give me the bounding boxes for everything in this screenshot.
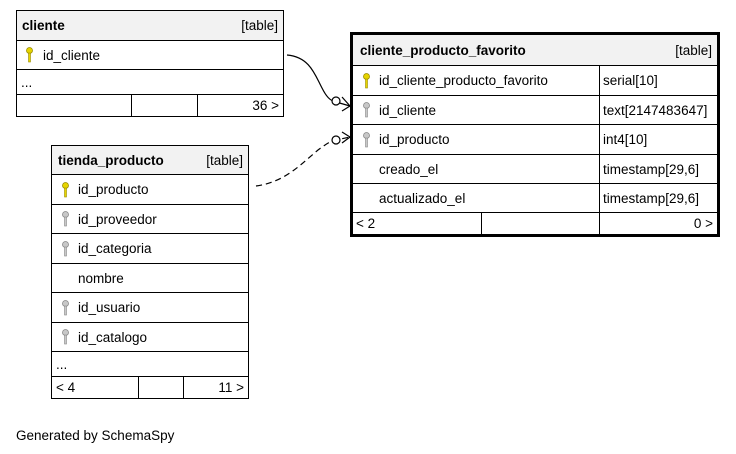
column-name: id_cliente (43, 47, 101, 63)
primary-key-icon (26, 47, 33, 63)
column-row[interactable]: id_usuario (52, 293, 248, 323)
table-kind: [table] (241, 18, 278, 33)
column-name: id_cliente_producto_favorito (379, 73, 548, 88)
foreign-key-icon (363, 131, 370, 147)
foreign-key-icon (62, 329, 69, 345)
child-count[interactable]: 36 > (252, 98, 279, 113)
column-row[interactable]: nombre (52, 264, 248, 293)
parent-count[interactable]: < 4 (56, 380, 76, 395)
column-row[interactable]: creado_el timestamp[29,6] (353, 155, 717, 184)
foreign-key-icon (363, 102, 370, 118)
column-name: nombre (78, 270, 124, 286)
child-count[interactable]: 11 > (218, 380, 244, 395)
table-cliente[interactable]: cliente [table] id_cliente ... 36 > (16, 10, 284, 117)
table-name: cliente_producto_favorito (360, 42, 526, 58)
table-cliente-producto-favorito[interactable]: cliente_producto_favorito [table] id_cli… (350, 32, 720, 237)
column-row[interactable]: id_producto int4[10] (353, 125, 717, 155)
parent-count[interactable]: < 2 (356, 216, 376, 231)
table-kind: [table] (675, 42, 712, 58)
table-footer: 36 > (17, 95, 283, 116)
foreign-key-icon (62, 240, 69, 256)
column-row[interactable]: id_producto (52, 175, 248, 205)
table-name: cliente (22, 18, 65, 33)
primary-key-icon (363, 72, 370, 88)
column-row[interactable]: id_proveedor (52, 205, 248, 234)
column-name: id_proveedor (78, 211, 157, 227)
table-header: tienda_producto [table] (52, 146, 248, 175)
column-type: serial[10] (603, 73, 658, 88)
table-footer: < 2 0 > (353, 213, 717, 234)
column-row[interactable]: id_cliente text[2147483647] (353, 96, 717, 125)
relationship-tienda-producto-optional-marker (331, 135, 341, 145)
ellipsis: ... (21, 74, 33, 90)
relationship-cliente-optional-marker (331, 96, 341, 106)
relationship-cliente-line (286, 54, 351, 107)
column-name: id_usuario (78, 300, 141, 315)
column-type: timestamp[29,6] (603, 190, 700, 206)
column-type: int4[10] (603, 132, 648, 147)
foreign-key-icon (62, 211, 69, 227)
column-name: actualizado_el (379, 190, 466, 206)
ellipsis-row: ... (52, 352, 248, 377)
child-count[interactable]: 0 > (693, 216, 713, 231)
column-name: id_producto (379, 132, 450, 147)
foreign-key-icon (62, 299, 69, 315)
column-row[interactable]: id_catalogo (52, 323, 248, 352)
ellipsis-row: ... (17, 70, 283, 95)
ellipsis: ... (56, 356, 68, 372)
primary-key-icon (62, 181, 69, 197)
column-row[interactable]: actualizado_el timestamp[29,6] (353, 184, 717, 213)
relationship-tienda-producto-line (255, 136, 351, 187)
column-row[interactable]: id_categoria (52, 234, 248, 264)
table-header: cliente [table] (17, 11, 283, 41)
table-tienda-producto[interactable]: tienda_producto [table] id_producto id_p… (51, 145, 249, 399)
column-type: text[2147483647] (603, 102, 708, 118)
table-header: cliente_producto_favorito [table] (353, 35, 717, 66)
generated-by-text: Generated by SchemaSpy (16, 428, 175, 443)
column-name: id_cliente (379, 102, 437, 118)
table-footer: < 4 11 > (52, 377, 248, 398)
column-type: timestamp[29,6] (603, 161, 700, 177)
column-name: id_categoria (78, 241, 152, 256)
column-name: id_catalogo (78, 329, 148, 345)
column-row[interactable]: id_cliente_producto_favorito serial[10] (353, 66, 717, 96)
column-name: creado_el (379, 161, 439, 177)
column-row[interactable]: id_cliente (17, 41, 283, 70)
table-name: tienda_producto (58, 152, 164, 168)
table-kind: [table] (206, 152, 243, 168)
column-name: id_producto (78, 182, 149, 197)
